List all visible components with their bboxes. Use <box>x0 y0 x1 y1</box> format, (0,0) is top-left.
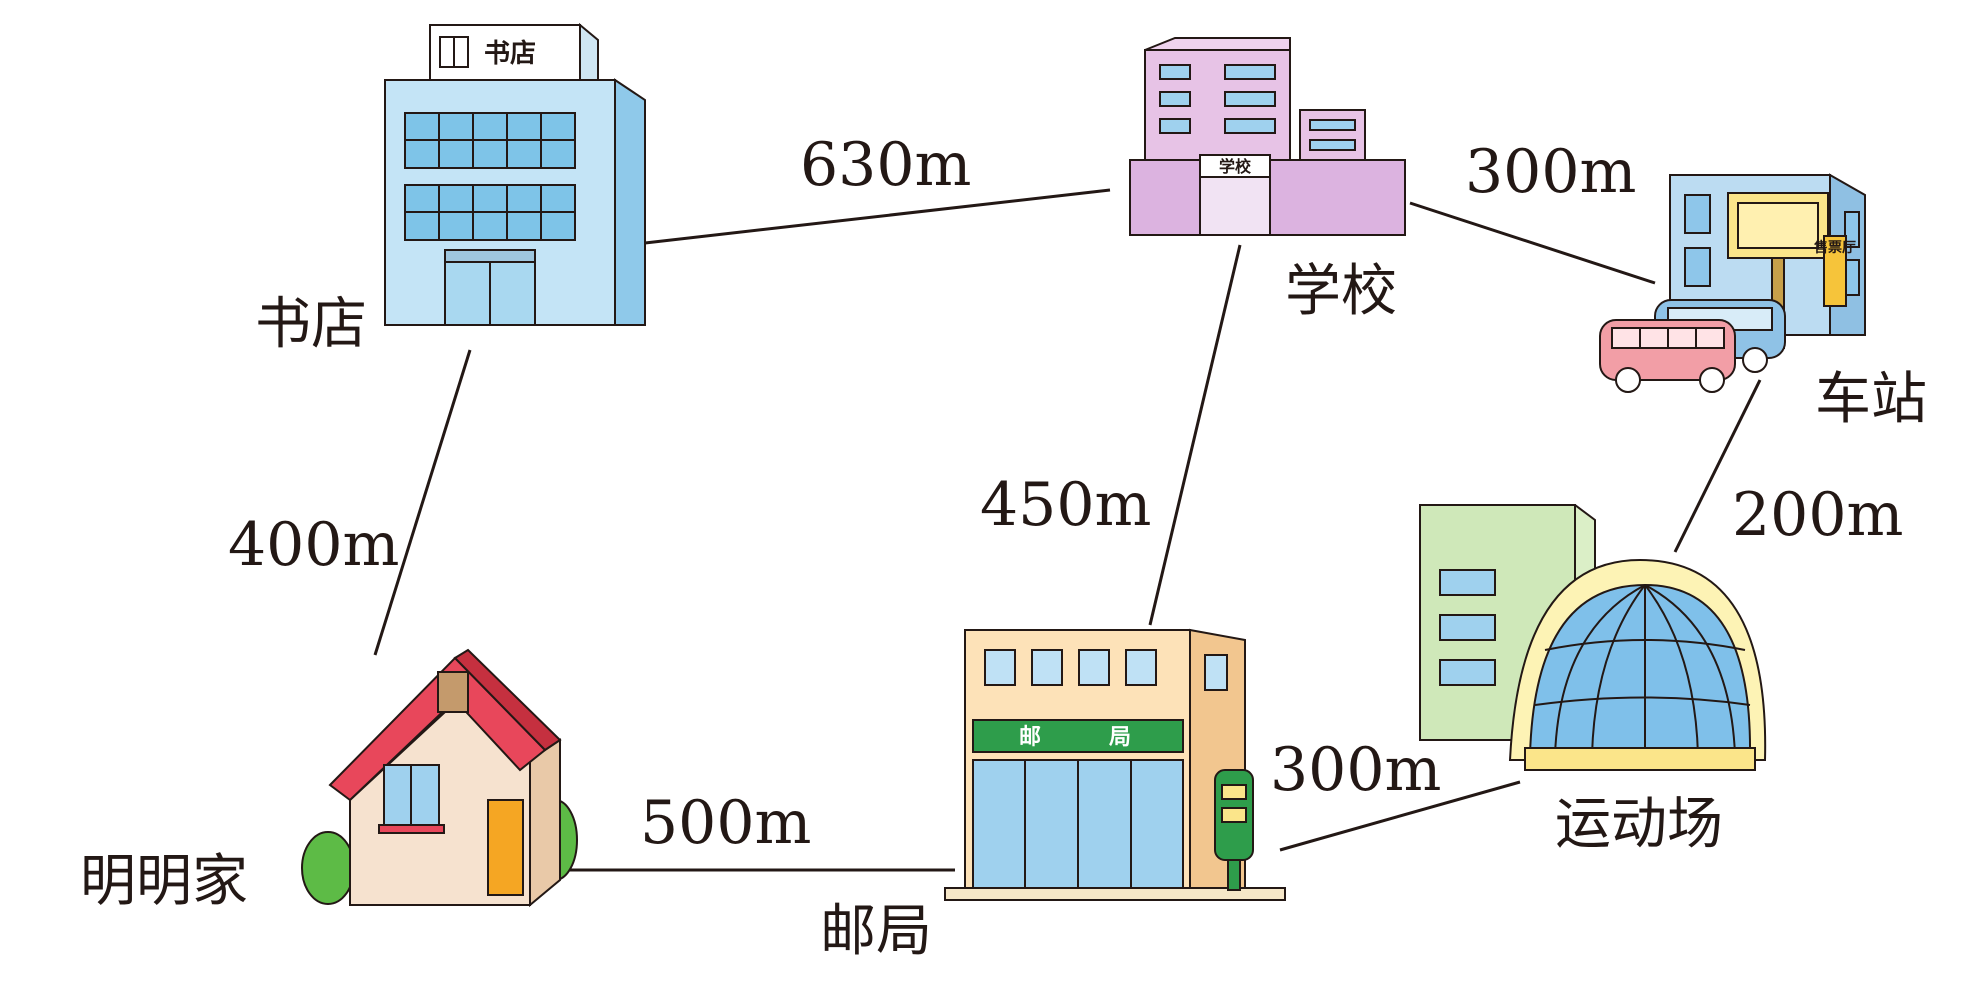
school-sign: 学校 <box>1219 157 1252 176</box>
station-building: 售票厅 <box>1599 173 1866 393</box>
home-door <box>487 799 524 896</box>
distance-bookstore-home: 400m <box>228 510 399 580</box>
distance-station-stadium: 200m <box>1732 480 1903 550</box>
road-bookstore-home <box>373 349 472 656</box>
left-bush <box>301 831 355 905</box>
distance-home-post: 500m <box>640 788 811 858</box>
distance-school-station: 300m <box>1465 137 1636 207</box>
label-bookstore: 书店 <box>255 292 367 357</box>
school-building: 学校 <box>1129 37 1406 236</box>
bookstore-building: 书店 <box>384 22 646 326</box>
post-sign-char-2: 局 <box>1109 725 1131 750</box>
road-post-stadium <box>1279 780 1521 852</box>
road-station-stadium <box>1673 379 1762 553</box>
label-school: 学校 <box>1285 259 1397 324</box>
distance-bookstore-school: 630m <box>800 130 971 200</box>
post-sign-char-1: 邮 <box>1019 725 1041 750</box>
ticket-hall-sign: 售票厅 <box>1813 239 1856 256</box>
roads <box>373 188 1762 872</box>
post-office-building: 邮 局 <box>944 628 1286 901</box>
post-office-banner <box>972 719 1184 753</box>
road-school-station <box>1409 201 1656 285</box>
distance-school-post: 450m <box>980 470 1151 540</box>
bookstore-sign: 书店 <box>484 39 536 69</box>
stadium-building <box>1419 504 1767 771</box>
road-bookstore-school <box>644 188 1111 245</box>
chimney <box>437 671 469 713</box>
home-building <box>301 648 578 908</box>
label-stadium: 运动场 <box>1555 792 1723 857</box>
road-school-post <box>1148 244 1242 626</box>
distance-post-stadium: 300m <box>1270 735 1441 805</box>
label-station: 车站 <box>1815 367 1927 432</box>
label-home: 明明家 <box>80 849 248 914</box>
label-post-office: 邮局 <box>820 899 932 964</box>
